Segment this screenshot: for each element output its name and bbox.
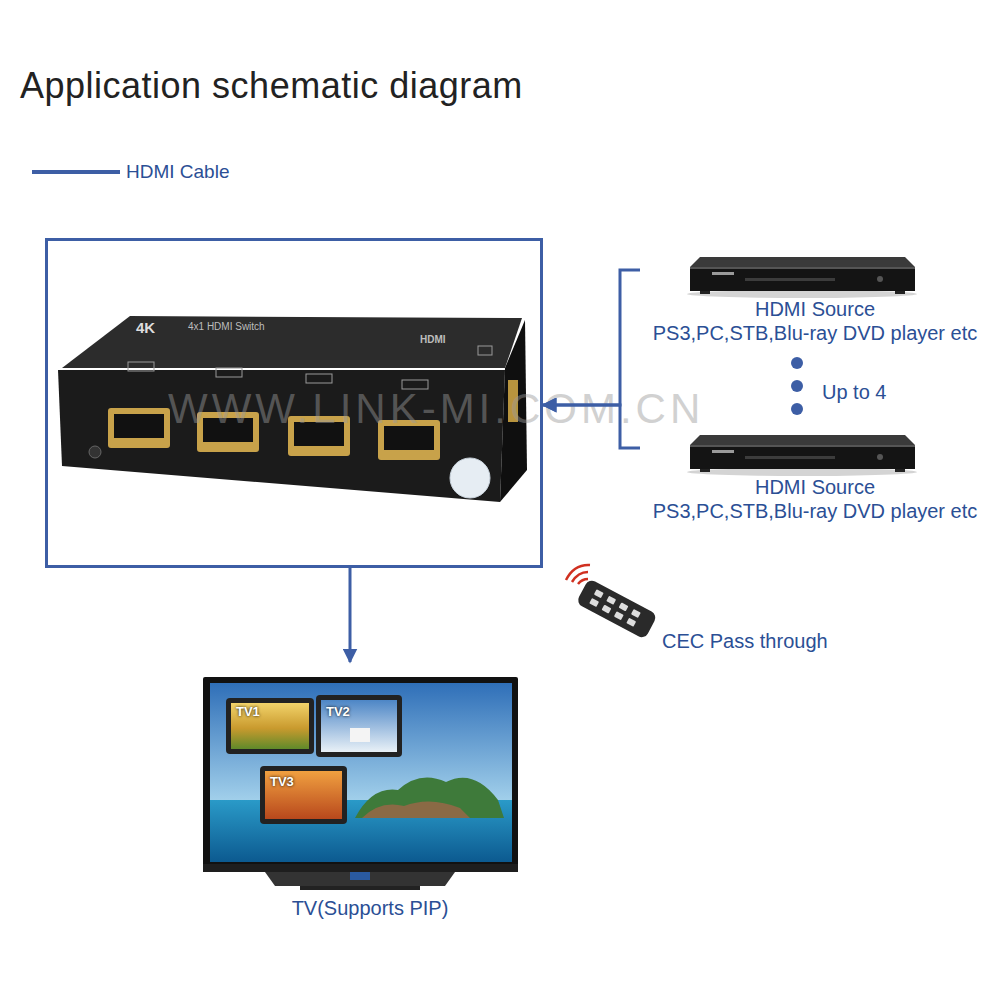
node-text: HDMI [420,334,446,346]
art-rect [589,598,599,607]
node-text: 4x1 HDMI Switch [188,321,265,333]
node-text: PS3,PC,STB,Blu-ray DVD player etc [640,499,990,523]
legend-line [32,170,120,174]
art-rect [300,886,420,890]
screen-label: TV1 [236,704,260,720]
screen-label: TV3 [270,774,294,790]
node-text: 4K [136,319,155,337]
note-text: CEC Pass through [662,629,828,653]
hdmi-cable-arrow [543,270,640,405]
art-polygon [62,316,522,368]
screen-label: TV2 [326,704,350,720]
art-rect [114,414,164,438]
art-rect [216,368,242,377]
remote-control [566,565,658,640]
art-rect [350,872,370,880]
art-rect [350,728,370,742]
hdmi-cable-arrow [349,568,352,662]
dot [791,380,803,392]
node-text: PS3,PC,STB,Blu-ray DVD player etc [640,321,990,345]
source-box: HDMI SourcePS3,PC,STB,Blu-ray DVD player… [640,428,990,528]
art-rect [316,695,402,757]
art-path [362,801,470,818]
node-text: HDMI Source [640,297,990,321]
dvd-player [687,257,917,298]
art-rect [203,864,518,872]
art-polygon [265,872,455,886]
art-rect [631,609,641,618]
art-rect [210,683,512,862]
legend-text: HDMI Cable [126,161,229,184]
watermark: WWW.LINK-MI.COM.CN [168,384,704,434]
art-rect [594,589,604,598]
art-rect [203,677,518,872]
art-path [355,778,504,819]
art-rect [602,605,612,614]
dot [791,403,803,415]
art-rect [306,374,332,383]
art-rect [260,766,347,824]
diagram-title: Application schematic diagram [20,64,523,107]
art-rect [108,408,170,448]
hdmi-cable-arrow [543,405,640,448]
art-rect [128,362,154,371]
art-rect [614,611,624,620]
art-rect [231,703,309,749]
art-g [576,578,658,639]
art-path [566,565,590,580]
tv-box: TV(Supports PIP) [200,662,540,926]
art-rect [321,700,397,752]
television [203,677,518,890]
art-rect [606,596,616,605]
note-text: Up to 4 [822,380,886,404]
art-rect [265,771,342,819]
art-rect [576,578,658,639]
dvd-player [687,435,917,476]
node-text: TV(Supports PIP) [200,896,540,920]
art-circle [89,446,101,458]
art-rect [626,618,636,627]
source-box: HDMI SourcePS3,PC,STB,Blu-ray DVD player… [640,250,990,350]
art-rect [226,698,314,754]
art-rect [619,602,629,611]
art-rect [478,346,492,355]
dot [791,357,803,369]
art-circle [450,458,490,498]
node-text: HDMI Source [640,475,990,499]
